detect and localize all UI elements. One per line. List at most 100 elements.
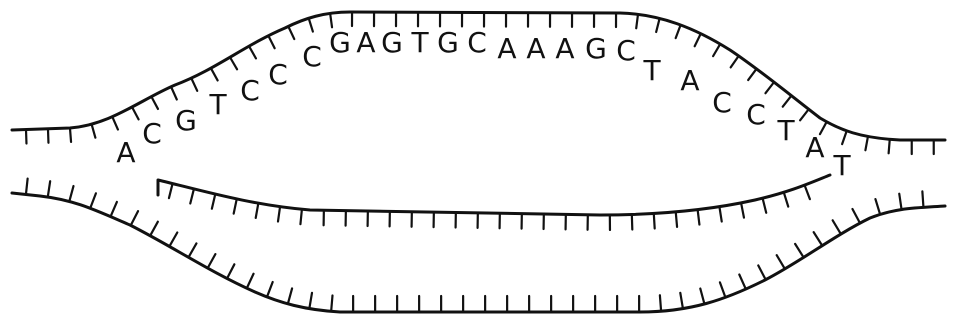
base-letter: T	[410, 26, 429, 59]
base-letter: G	[175, 104, 197, 137]
bottom-strand-tick	[899, 194, 901, 210]
top-strand-tick	[171, 87, 177, 100]
bottom-strand-tick	[90, 193, 96, 208]
bottom-strand-tick	[208, 254, 216, 268]
top-strand-tick	[731, 56, 739, 67]
top-strand-tick	[112, 117, 118, 130]
base-letter: A	[497, 32, 516, 65]
top-strand-tick	[249, 46, 256, 58]
base-letter: A	[526, 32, 545, 65]
bottom-strand-tick	[227, 264, 234, 278]
bottom-strand-tick	[680, 293, 683, 309]
top-strand-tick	[309, 18, 313, 31]
bottom-strand-tick	[331, 295, 332, 311]
nascent-strand-tick	[784, 192, 788, 206]
top-strand-tick	[676, 25, 681, 38]
bottom-strand-tick	[852, 209, 860, 223]
nascent-strand	[158, 175, 830, 215]
nascent-strand-tick	[805, 185, 810, 199]
bottom-strand-tick	[48, 181, 50, 197]
base-letter: A	[116, 136, 135, 169]
top-strand-tick	[211, 68, 218, 80]
bottom-strand-tick	[131, 211, 138, 225]
bottom-strand-tick	[814, 232, 823, 246]
bottom-strand-tick	[922, 191, 923, 207]
top-strand-tick	[268, 36, 274, 49]
nascent-strand-tick	[719, 207, 721, 222]
nascent-strand-tick	[676, 212, 677, 227]
base-letter: C	[268, 58, 288, 91]
top-strand-tick	[656, 18, 659, 32]
bottom-strand-tick	[660, 295, 661, 311]
bottom-strand-tick	[309, 293, 312, 309]
top-strand-tick	[800, 109, 809, 120]
nascent-strand-tick	[763, 198, 767, 213]
top-strand-tick	[748, 69, 756, 80]
nascent-strand-tick	[698, 210, 700, 225]
top-strand-tick	[288, 26, 294, 39]
top-strand-tick	[889, 139, 890, 153]
base-letter: A	[680, 64, 699, 97]
bottom-strand-tick	[26, 179, 28, 195]
top-strand-tick	[636, 14, 638, 28]
base-letter: C	[302, 40, 322, 73]
base-letter: C	[467, 26, 487, 59]
bottom-strand	[12, 193, 945, 312]
bottom-strand-tick	[720, 282, 725, 297]
base-letter: C	[142, 117, 162, 150]
base-letter: G	[329, 26, 351, 59]
nascent-strand-tick	[300, 209, 301, 224]
top-strand-tick	[132, 107, 139, 119]
top-strand-tick	[151, 97, 158, 109]
top-strand-tick	[842, 131, 847, 144]
base-letter: A	[805, 131, 824, 164]
bottom-strand-tick	[188, 243, 196, 257]
bottom-strand-tick	[169, 233, 177, 247]
bottom-strand-tick	[758, 265, 765, 279]
nascent-strand-tick	[256, 203, 259, 218]
base-letter: C	[616, 34, 636, 67]
base-letter: G	[381, 26, 403, 59]
bottom-strand-tick	[69, 186, 73, 201]
top-strand-tick	[713, 44, 720, 56]
bottom-strand-tick	[247, 274, 254, 289]
base-letter: T	[832, 149, 851, 182]
top-strand-tick	[765, 82, 774, 93]
base-letter: C	[712, 86, 732, 119]
nascent-strand-tick	[654, 214, 655, 229]
top-strand-tick	[92, 124, 96, 137]
bottom-strand-tick	[111, 202, 117, 217]
bottom-strand-tick	[739, 274, 746, 289]
top-strand-tick	[783, 96, 792, 107]
bottom-strand-tick	[267, 282, 273, 297]
base-letter: T	[776, 114, 795, 147]
bottom-strand-tick	[833, 220, 841, 234]
base-letter: C	[240, 74, 260, 107]
bottom-strand-tick	[700, 289, 704, 304]
bottom-strand-tick	[150, 222, 158, 236]
base-letter: C	[746, 98, 766, 131]
bottom-strand-tick	[875, 199, 880, 214]
bottom-strand-tick	[777, 255, 785, 269]
base-letter: A	[555, 32, 574, 65]
top-strand-tick	[695, 34, 701, 47]
top-strand-tick	[70, 128, 71, 142]
nascent-strand-tick	[212, 194, 215, 209]
base-letter: G	[585, 32, 607, 65]
base-letter: G	[437, 26, 459, 59]
nascent-strand-tick	[278, 207, 280, 222]
nascent-strand-tick	[234, 199, 237, 214]
nascent-strand-tick	[169, 184, 173, 199]
base-letter: A	[356, 26, 375, 59]
top-strand-tick	[865, 136, 868, 150]
base-letter: T	[642, 54, 661, 87]
bottom-strand-tick	[795, 244, 804, 258]
top-strand-tick	[191, 78, 197, 91]
bottom-strand-tick	[288, 288, 292, 303]
nascent-strand-tick	[190, 189, 194, 204]
base-letter: T	[208, 88, 227, 121]
nascent-strand-tick	[741, 203, 744, 218]
top-strand-tick	[230, 57, 237, 69]
